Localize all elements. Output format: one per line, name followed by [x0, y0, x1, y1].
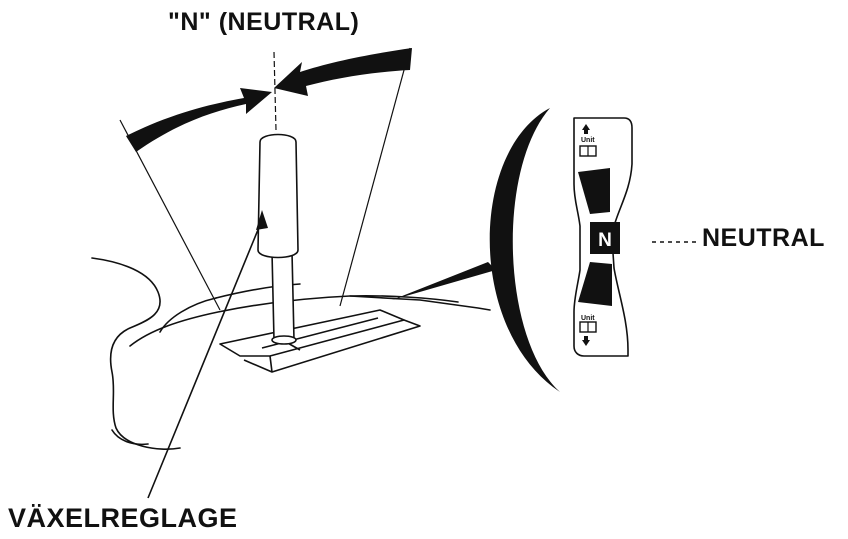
upper-range-wedge [578, 168, 610, 214]
shift-lever [257, 133, 299, 345]
motion-arrow-icon [126, 48, 412, 152]
upper-unit-symbol: Unit [579, 124, 597, 157]
upper-unit-text: Unit [581, 137, 595, 144]
range-lines [119, 47, 411, 311]
lever-name-label: VÄXELREGLAGE [8, 503, 238, 533]
lower-unit-symbol: Unit [579, 315, 597, 346]
shift-gate-plate [219, 309, 421, 373]
lever-handle [257, 133, 299, 259]
neutral-position-box: N [590, 222, 620, 254]
neutral-letter: N [598, 230, 612, 251]
lower-unit-text: Unit [581, 315, 595, 322]
arrow-down-icon [582, 340, 590, 346]
lever-leader-line [147, 210, 268, 499]
arrow-up-icon [582, 124, 590, 130]
neutral-callout-label: NEUTRAL [702, 224, 825, 252]
callout-wedge [392, 262, 496, 300]
magnifier-crescent [489, 108, 560, 392]
neutral-heading: "N" (NEUTRAL) [168, 8, 360, 36]
lower-range-wedge [578, 262, 612, 306]
